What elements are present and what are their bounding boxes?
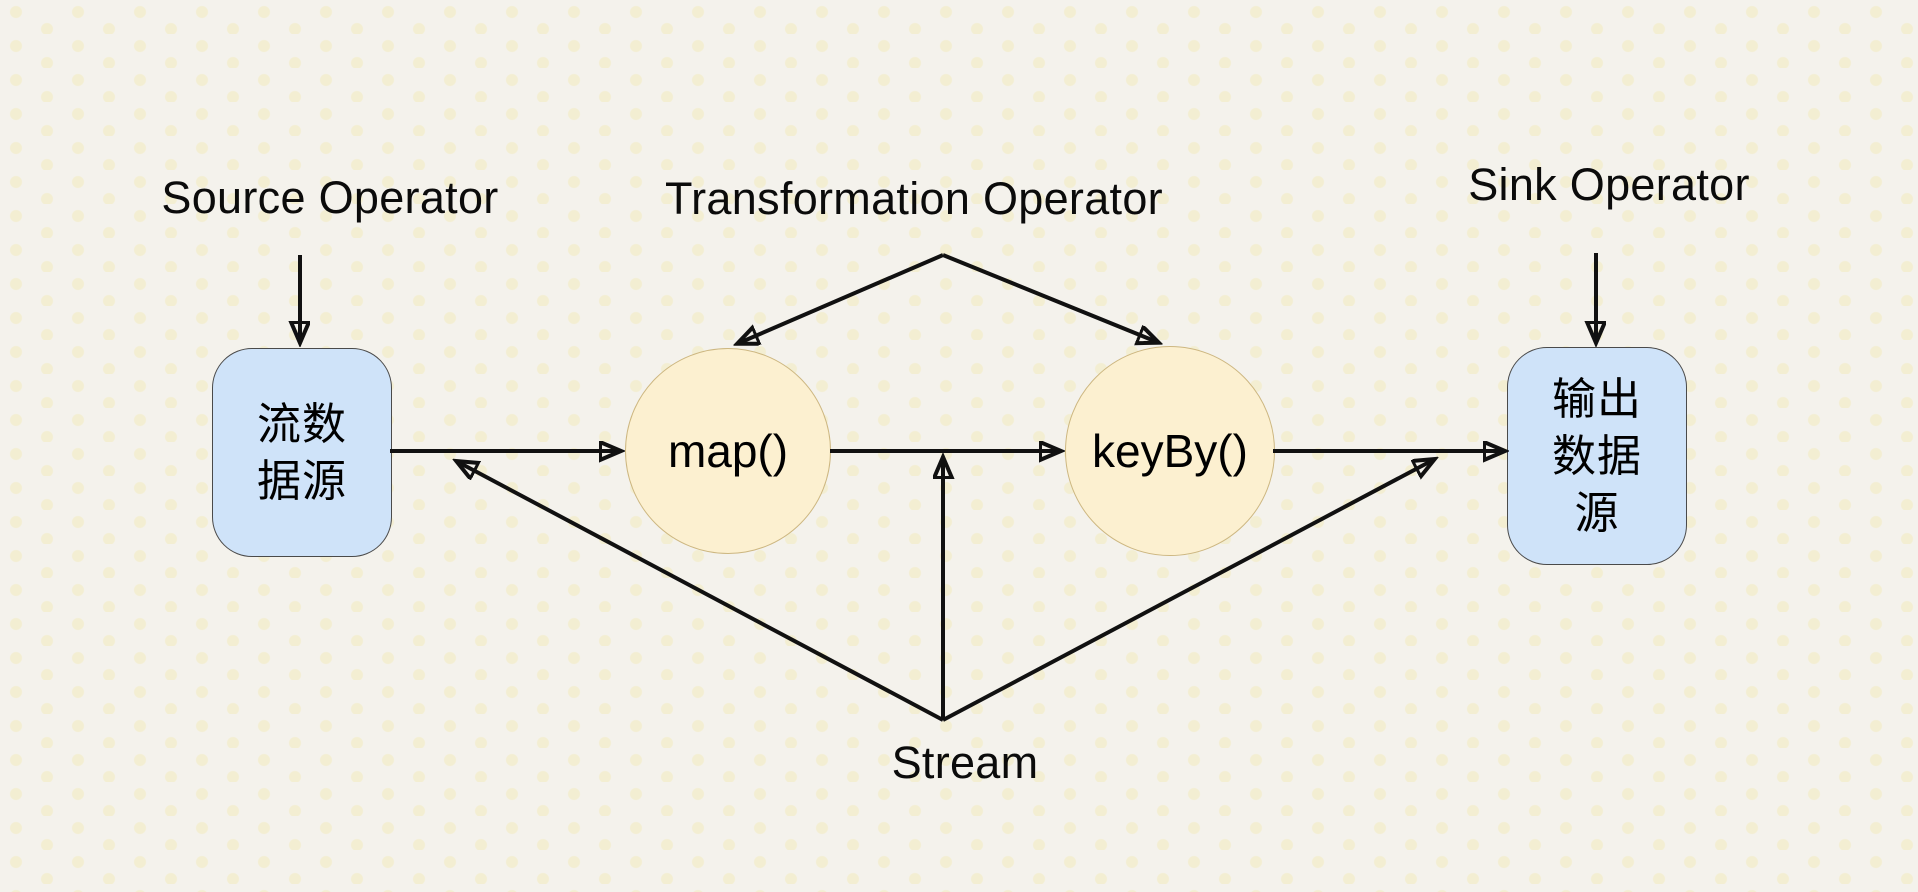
edge-transformation-label-to-map — [739, 253, 944, 343]
edge-stream-to-keyby-sink-link — [942, 460, 1433, 722]
map-operator-node: map() — [625, 348, 831, 554]
source-node-text-line: 流数 — [257, 399, 347, 449]
sink-operator-label: Sink Operator — [1468, 159, 1750, 210]
edge-transformation-label-to-keyby — [942, 253, 1157, 342]
keyby-operator-node: keyBy() — [1065, 346, 1275, 556]
sink-data-node: 输出 数据 源 — [1507, 347, 1687, 565]
sink-node-text-line: 源 — [1574, 488, 1620, 538]
edge-stream-to-source-map-link — [458, 462, 944, 722]
source-node-text-line: 据源 — [257, 456, 347, 506]
transformation-operator-label: Transformation Operator — [665, 173, 1163, 224]
sink-node-text-line: 输出 — [1552, 374, 1642, 424]
source-node-text: 流数 据源 — [257, 396, 347, 510]
sink-node-text-line: 数据 — [1552, 431, 1642, 481]
keyby-node-label: keyBy() — [1092, 425, 1248, 477]
stream-label: Stream — [891, 737, 1039, 788]
source-operator-label: Source Operator — [161, 172, 499, 223]
sink-node-text: 输出 数据 源 — [1552, 371, 1642, 542]
map-node-label: map() — [667, 425, 789, 477]
